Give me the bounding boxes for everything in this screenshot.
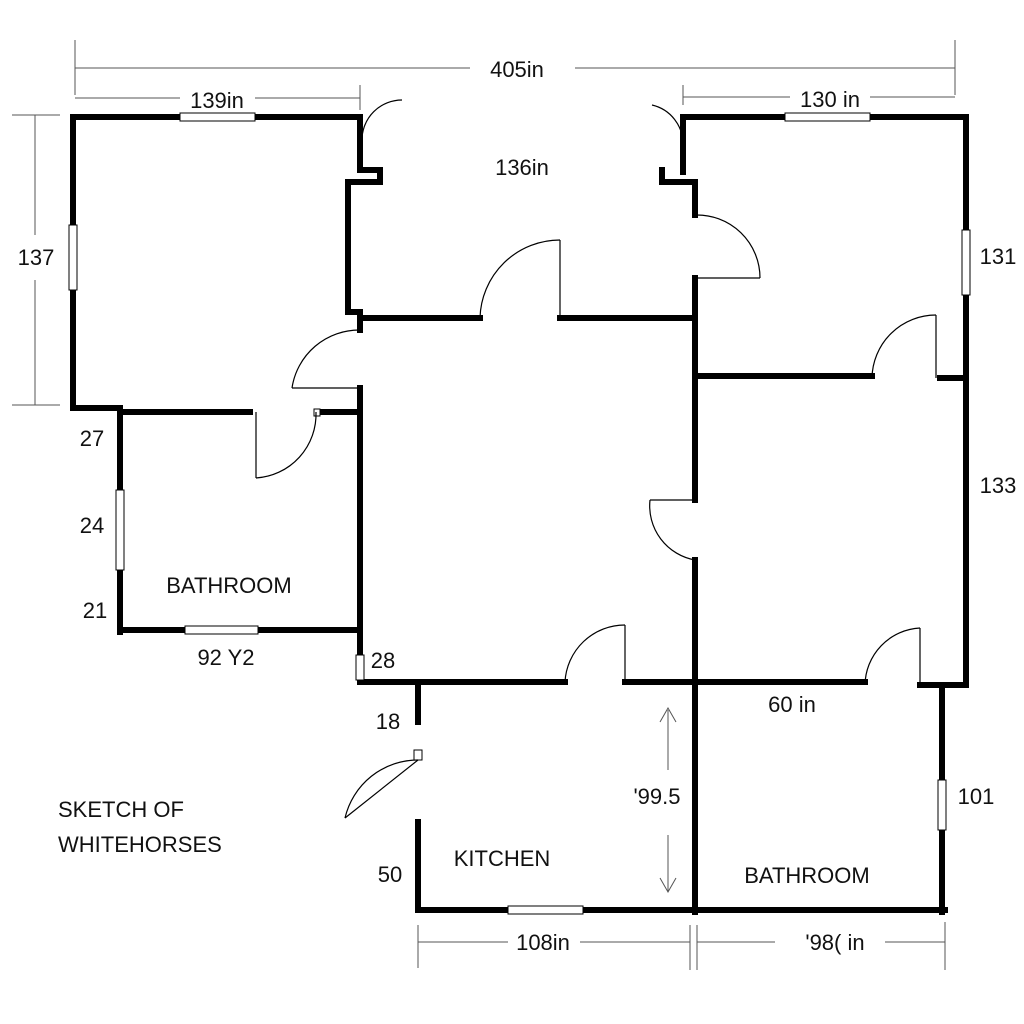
- dim-left-height: 137: [18, 245, 55, 270]
- walls: [70, 114, 969, 915]
- window-bath-gap: [313, 408, 321, 417]
- window-corner: [355, 654, 365, 681]
- room-bathroom-left: BATHROOM: [166, 573, 291, 598]
- window-top-right: [784, 112, 871, 122]
- window-right-bedroom: [961, 229, 971, 296]
- dim-bath-left-21: 21: [83, 598, 107, 623]
- windows: [68, 112, 971, 915]
- room-labels: BATHROOM KITCHEN BATHROOM: [166, 573, 869, 888]
- sketch-title: SKETCH OF WHITEHORSES: [58, 797, 222, 857]
- window-kitchen-small: [413, 749, 423, 761]
- dim-right-lower-height: 101: [958, 784, 995, 809]
- dim-kitchen-18: 18: [376, 709, 400, 734]
- window-right-bathroom: [937, 779, 947, 831]
- window-bathroom-bottom: [184, 625, 259, 635]
- dimension-lines: [12, 40, 956, 970]
- dim-bath2-width: '98( in: [805, 930, 864, 955]
- dim-kitchen-width: 108in: [516, 930, 570, 955]
- dim-kitchen-50: 50: [378, 862, 402, 887]
- window-top-left: [179, 112, 256, 122]
- dim-bath-bottom-width: 92 Y2: [197, 645, 254, 670]
- dim-bath-left-24: 24: [80, 513, 104, 538]
- dim-top-left-width: 139in: [190, 88, 244, 113]
- dim-bath-left-27: 27: [80, 426, 104, 451]
- title-line-2: WHITEHORSES: [58, 832, 222, 857]
- dim-bath2-top-width: 60 in: [768, 692, 816, 717]
- dim-right-upper-height: 131: [980, 244, 1017, 269]
- window-kitchen: [507, 905, 584, 915]
- window-left-bathroom: [115, 489, 125, 571]
- window-left-bedroom: [68, 224, 78, 291]
- dim-kitchen-height: '99.5: [633, 784, 680, 809]
- dim-right-middle-height: 133: [980, 473, 1017, 498]
- dim-corner-28: 28: [371, 648, 395, 673]
- room-bathroom-right: BATHROOM: [744, 863, 869, 888]
- room-kitchen: KITCHEN: [454, 846, 551, 871]
- dim-top-right-width: 130 in: [800, 87, 860, 112]
- dim-top-center-width: 136in: [495, 155, 549, 180]
- dimension-labels: 405in 139in 136in 130 in 137 131 133 101…: [18, 57, 1017, 955]
- title-line-1: SKETCH OF: [58, 797, 184, 822]
- doors: [255, 99, 937, 819]
- dim-overall-width: 405in: [490, 57, 544, 82]
